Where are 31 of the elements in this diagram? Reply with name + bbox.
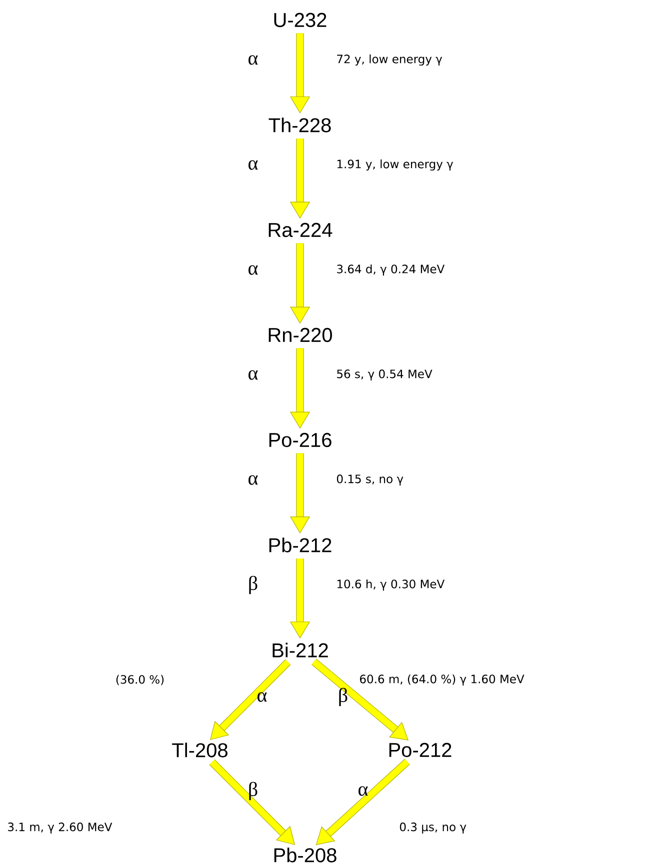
nuclide-label: U-232 bbox=[274, 12, 326, 28]
decay-label: α bbox=[248, 160, 258, 170]
half-life-note: 0.3 μs, no γ bbox=[400, 822, 466, 834]
half-life-note: 56 s, γ 0.54 MeV bbox=[337, 370, 432, 380]
half-life-note: 72 y, low energy γ bbox=[337, 54, 442, 66]
nuclide-label: Pb-208 bbox=[274, 848, 336, 862]
nuclide-label: Bi-212 bbox=[272, 642, 328, 658]
half-life-note: 3.64 d, γ 0.24 MeV bbox=[337, 264, 445, 276]
decay-label: β bbox=[339, 688, 348, 706]
decay-label: β bbox=[249, 576, 258, 594]
nuclide-label: Pb-212 bbox=[269, 538, 332, 552]
decay-label: α bbox=[248, 475, 258, 485]
half-life-note: 1.91 y, low energy γ bbox=[337, 159, 454, 171]
half-life-note: 60.6 m, (64.0 %) γ 1.60 MeV bbox=[360, 674, 524, 686]
nuclide-label: Tl-208 bbox=[172, 742, 228, 758]
nuclide-label: Po-212 bbox=[389, 742, 452, 758]
nuclide-label: Ra-224 bbox=[268, 222, 332, 238]
decay-label: α bbox=[258, 692, 267, 702]
decay-label: α bbox=[358, 786, 368, 796]
nuclide-label: Th-228 bbox=[268, 118, 331, 132]
nuclide-label: Rn-220 bbox=[268, 328, 332, 342]
decay-label: α bbox=[248, 370, 258, 380]
arrow bbox=[316, 758, 410, 846]
half-life-note: 3.1 m, γ 2.60 MeV bbox=[8, 822, 112, 834]
half-life-note: 0.15 s, no γ bbox=[336, 474, 404, 486]
half-life-note: 10.6 h, γ 0.30 MeV bbox=[337, 579, 445, 591]
decay-label: β bbox=[249, 782, 258, 800]
half-life-note: (36.0 %) bbox=[116, 674, 164, 686]
nuclide-label: Po-216 bbox=[269, 432, 332, 448]
decay-label: α bbox=[248, 55, 258, 65]
decay-label: α bbox=[248, 265, 258, 275]
